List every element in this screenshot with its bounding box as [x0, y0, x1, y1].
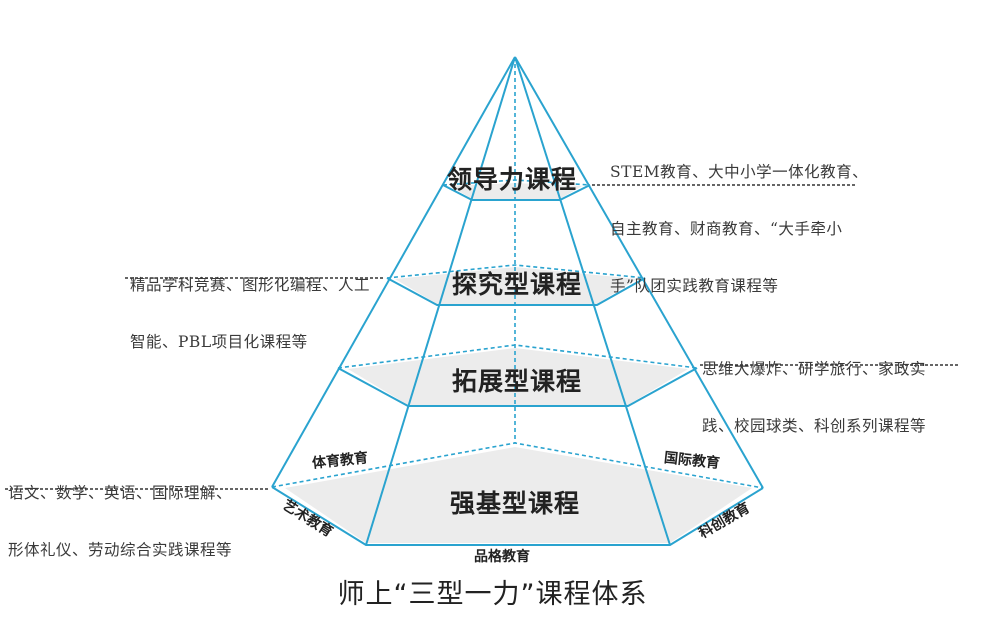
description-line: 精品学科竞赛、图形化编程、人工: [130, 276, 371, 294]
description-line: 语文、数学、英语、国际理解、: [8, 484, 233, 502]
tier-label-inquiry: 探究型课程: [452, 270, 583, 299]
pyramid-rings: [271, 184, 764, 546]
description-line: 思维大爆炸、研学旅行、家政实: [702, 360, 927, 378]
tier-label-leadership: 领导力课程: [447, 165, 578, 194]
tier-label-foundation: 强基型课程: [450, 489, 581, 518]
description-line: 智能、PBL项目化课程等: [130, 333, 308, 351]
pyramid-ribs: [271, 56, 764, 546]
tier-label-expansion: 拓展型课程: [452, 367, 583, 396]
tier-band-foundation: [285, 447, 752, 543]
leader-lines: [5, 184, 960, 490]
tier-description-foundation: 语文、数学、英语、国际理解、 形体礼仪、劳动综合实践课程等: [8, 446, 232, 579]
tier-description-inquiry: 精品学科竞赛、图形化编程、人工 智能、PBL项目化课程等: [130, 238, 370, 371]
tier-band-leadership: [450, 183, 582, 199]
side-label-character: 品格教育: [474, 549, 530, 565]
description-line: STEM教育、大中小学一体化教育、: [610, 163, 869, 181]
tier-band-expansion: [348, 348, 688, 405]
description-line: 手”队团实践教育课程等: [610, 277, 779, 295]
description-line: 践、校园球类、科创系列课程等: [702, 417, 927, 435]
tier-description-leadership: STEM教育、大中小学一体化教育、 自主教育、财商教育、“大手牵小 手”队团实践…: [610, 125, 868, 315]
description-line: 自主教育、财商教育、“大手牵小: [610, 220, 843, 238]
diagram-caption: 师上“三型一力”课程体系: [337, 579, 648, 610]
description-line: 形体礼仪、劳动综合实践课程等: [8, 541, 233, 559]
hidden-edges: [271, 57, 764, 489]
tier-description-expansion: 思维大爆炸、研学旅行、家政实 践、校园球类、科创系列课程等: [702, 322, 926, 455]
tier-band-inquiry: [395, 267, 637, 304]
